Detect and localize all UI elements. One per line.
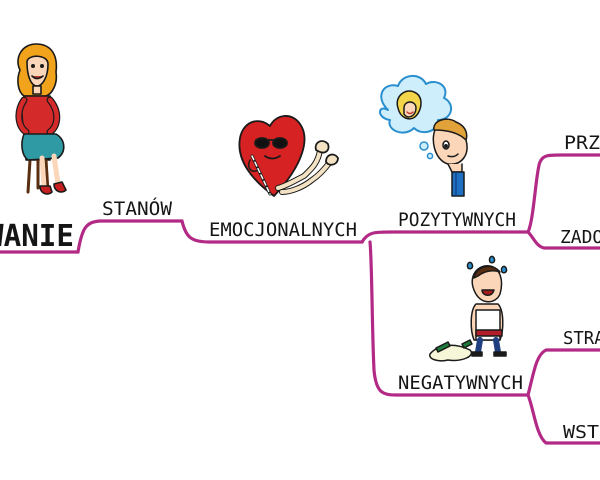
node-przy-label: PRZY (564, 132, 600, 154)
node-wstr-label: WSTR (563, 422, 600, 443)
couple-dreaming-icon (379, 75, 468, 197)
node-negatywnych-label: NEGATYWNYCH (398, 372, 523, 394)
branch-negatywnych-to-wstr (526, 393, 600, 445)
node-stanow-label: STANÓW (102, 196, 173, 220)
branch-root-to-stanow (76, 219, 184, 254)
node-pozytywnych-label: POZYTYWNYCH (398, 209, 516, 231)
node-strac-label: STRAC (563, 328, 600, 349)
branch-emocjonalnych-to-negatywnych (368, 240, 530, 397)
branch-emocjonalnych-to-pozytywnych (360, 230, 530, 244)
branch-pozytywnych-to-przy (526, 153, 600, 234)
woman-sitting-on-stool-icon (15, 43, 67, 195)
node-root-label: WANIE (0, 219, 74, 254)
branch-stanow-to-emocjonalnych (180, 219, 364, 244)
branch-pozytywnych-to-zadow (526, 230, 600, 250)
man-spilled-drink-icon (429, 255, 508, 362)
branch-lines (0, 153, 600, 445)
node-emocjonalnych-label: EMOCJONALNYCH (209, 219, 357, 241)
heart-character-icon (238, 115, 339, 197)
branch-negatywnych-to-strac (526, 348, 600, 397)
node-zadow-label: ZADOW (560, 227, 600, 248)
